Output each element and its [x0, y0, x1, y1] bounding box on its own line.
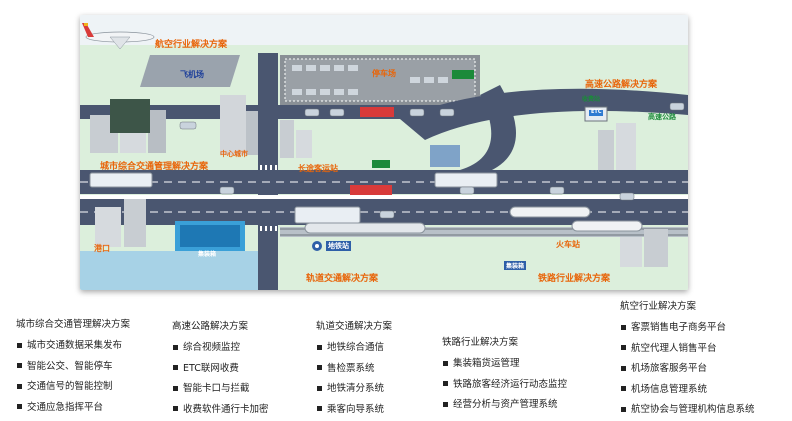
- list-item[interactable]: 航空代理人销售平台: [620, 339, 755, 360]
- list-item[interactable]: 客票销售电子商务平台: [620, 318, 755, 339]
- transport-solutions-map: 航空行业解决方案 飞机场 停车场 高速公路解决方案 收费站 ETC 高速公路 中…: [80, 15, 688, 290]
- label-city-traffic-solution[interactable]: 城市综合交通管理解决方案: [100, 162, 209, 172]
- map-illustration: [80, 15, 688, 290]
- airplane-icon: [82, 23, 155, 50]
- column-city-traffic: 城市综合交通管理解决方案 城市交通数据采集发布 智能公交、智能停车 交通信号的智…: [16, 316, 130, 418]
- list-item[interactable]: 经营分析与资产管理系统: [442, 395, 567, 416]
- label-railway-station: 火车站: [556, 240, 580, 249]
- list-item[interactable]: 交通信号的智能控制: [16, 377, 130, 398]
- list-item[interactable]: 机场信息管理系统: [620, 380, 755, 401]
- list-item[interactable]: 集装箱货运管理: [442, 354, 567, 375]
- bullet-icon: [317, 385, 322, 391]
- label-toll-station: 收费站: [582, 96, 601, 103]
- etc-sign: ETC: [591, 109, 602, 115]
- label-airport: 飞机场: [180, 70, 204, 79]
- label-bus-station: 长途客运站: [298, 164, 338, 173]
- column-railway: 铁路行业解决方案 集装箱货运管理 铁路旅客经济运行动态监控 经营分析与资产管理系…: [442, 334, 567, 416]
- label-rail-container: 集装箱: [504, 261, 527, 270]
- column-title[interactable]: 高速公路解决方案: [172, 321, 249, 332]
- list-item[interactable]: 综合视频监控: [172, 338, 269, 359]
- bullet-icon: [621, 406, 626, 412]
- bullet-icon: [17, 404, 22, 409]
- column-title[interactable]: 轨道交通解决方案: [316, 321, 393, 332]
- bullet-icon: [443, 401, 448, 407]
- list-item[interactable]: 交通应急指挥平台: [16, 398, 130, 419]
- column-highway: 高速公路解决方案 综合视频监控 ETC联网收费 智能卡口与拦截 收费软件通行卡加…: [172, 318, 269, 420]
- label-parking: 停车场: [372, 69, 396, 78]
- label-expressway: 高速公路: [648, 113, 676, 121]
- bullet-icon: [443, 381, 448, 386]
- list-item[interactable]: 智能公交、智能停车: [16, 357, 130, 378]
- label-aviation-solution[interactable]: 航空行业解决方案: [155, 40, 228, 50]
- bullet-icon: [173, 385, 178, 391]
- bullet-icon: [621, 386, 626, 391]
- list-item[interactable]: 地铁综合通信: [316, 338, 392, 359]
- bullet-icon: [621, 345, 626, 350]
- list-item[interactable]: 城市交通数据采集发布: [16, 336, 130, 357]
- bullet-icon: [621, 365, 626, 371]
- bullet-icon: [17, 383, 22, 389]
- bullet-icon: [317, 365, 322, 370]
- label-port: 港口: [94, 244, 110, 253]
- list-item[interactable]: 机场旅客服务平台: [620, 359, 755, 380]
- list-item[interactable]: 智能卡口与拦截: [172, 379, 269, 400]
- list-item[interactable]: 铁路旅客经济运行动态监控: [442, 375, 567, 396]
- label-metro-station: 地铁站: [326, 241, 351, 251]
- column-title[interactable]: 航空行业解决方案: [620, 301, 697, 312]
- list-item[interactable]: ETC联网收费: [172, 359, 269, 380]
- label-container-yard: 集装箱: [198, 251, 217, 258]
- column-title[interactable]: 城市综合交通管理解决方案: [16, 319, 131, 330]
- bullet-icon: [317, 344, 322, 350]
- bullet-icon: [317, 406, 322, 411]
- bullet-icon: [173, 406, 178, 411]
- bullet-icon: [17, 363, 22, 368]
- bullet-icon: [17, 342, 22, 348]
- column-aviation: 航空行业解决方案 客票销售电子商务平台 航空代理人销售平台 机场旅客服务平台 机…: [620, 298, 755, 421]
- label-city-center: 中心城市: [220, 150, 248, 158]
- list-item[interactable]: 乘客向导系统: [316, 400, 392, 421]
- column-title[interactable]: 铁路行业解决方案: [442, 337, 519, 348]
- bullet-icon: [443, 360, 448, 366]
- list-item[interactable]: 地铁清分系统: [316, 379, 392, 400]
- label-railway-solution[interactable]: 铁路行业解决方案: [538, 274, 611, 284]
- list-item[interactable]: 收费软件通行卡加密: [172, 400, 269, 421]
- list-item[interactable]: 航空协会与管理机构信息系统: [620, 400, 755, 421]
- column-rail-transit: 轨道交通解决方案 地铁综合通信 售检票系统 地铁清分系统 乘客向导系统: [316, 318, 392, 420]
- list-item[interactable]: 售检票系统: [316, 359, 392, 380]
- label-rail-transit-solution[interactable]: 轨道交通解决方案: [306, 274, 379, 284]
- bullet-icon: [173, 365, 178, 370]
- label-highway-solution[interactable]: 高速公路解决方案: [585, 80, 658, 90]
- bullet-icon: [621, 324, 626, 330]
- bullet-icon: [173, 344, 178, 350]
